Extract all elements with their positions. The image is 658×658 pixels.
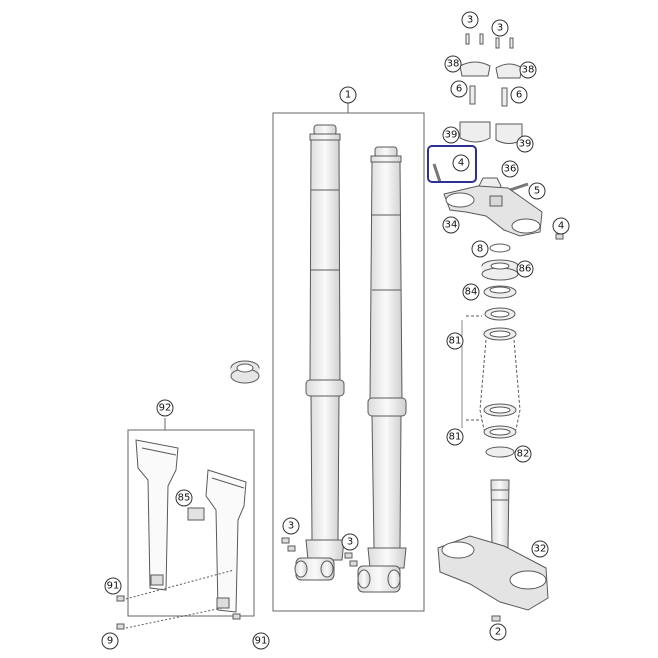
svg-text:39: 39	[445, 130, 458, 141]
svg-text:6: 6	[516, 90, 522, 101]
label-screw-fork-right[interactable]: 3	[341, 533, 359, 551]
handlebar-clamp-left	[459, 61, 491, 77]
selected-bolt	[432, 163, 442, 183]
label-bearing-upper[interactable]: 84	[462, 283, 480, 301]
guard-right	[205, 469, 247, 613]
guard-left	[135, 439, 179, 591]
label-fork-assembly[interactable]: 1	[339, 86, 357, 104]
label-bolt-right[interactable]: 6	[510, 86, 528, 104]
fork-assembly	[272, 103, 425, 612]
svg-text:85: 85	[178, 493, 191, 504]
svg-text:34: 34	[445, 220, 458, 231]
o-ring-part	[489, 243, 511, 253]
svg-text:81: 81	[449, 432, 462, 443]
label-riser-left[interactable]: 39	[442, 126, 460, 144]
bearing-set-lower-part	[483, 403, 517, 439]
label-guard-clip[interactable]: 85	[175, 489, 193, 507]
selection-highlight	[427, 145, 477, 183]
svg-text:4: 4	[558, 221, 564, 232]
label-screw-top-right[interactable]: 3	[491, 19, 509, 37]
label-seal-lower[interactable]: 82	[514, 445, 532, 463]
label-bolt-side[interactable]: 4	[552, 217, 570, 235]
riser-left-part	[459, 121, 491, 143]
label-screw-guard-bottom-left[interactable]: 9	[101, 632, 119, 650]
label-upper-triple-clamp[interactable]: 34	[442, 216, 460, 234]
svg-text:82: 82	[517, 449, 530, 460]
fork-screws-right	[344, 552, 358, 567]
svg-text:3: 3	[288, 521, 294, 532]
svg-text:36: 36	[504, 164, 517, 175]
seal-lower-part	[485, 446, 515, 458]
svg-text:92: 92	[159, 403, 172, 414]
label-bolt-bottom[interactable]: 2	[489, 623, 507, 641]
svg-text:39: 39	[519, 139, 532, 150]
label-selected-part[interactable]: 4	[427, 145, 477, 183]
svg-text:4: 4	[458, 158, 464, 169]
label-clamp-left[interactable]: 38	[444, 55, 462, 73]
label-bolt-left[interactable]: 6	[450, 80, 468, 98]
top-hardware	[432, 33, 564, 622]
label-screw-guard-bottom-right[interactable]: 91	[252, 632, 270, 650]
fork-leg-left	[294, 124, 345, 581]
label-o-ring[interactable]: 8	[471, 240, 489, 258]
guard-clip-part	[187, 507, 205, 521]
bearing-upper-part	[483, 285, 517, 299]
svg-text:32: 32	[534, 544, 547, 555]
label-screw-guard-left[interactable]: 91	[104, 577, 122, 595]
label-clamp-right[interactable]: 38	[519, 61, 537, 79]
svg-text:38: 38	[447, 59, 460, 70]
svg-text:1: 1	[345, 90, 351, 101]
label-nut-top[interactable]: 36	[501, 160, 519, 178]
svg-text:6: 6	[456, 84, 462, 95]
svg-text:38: 38	[522, 65, 535, 76]
svg-text:91: 91	[107, 581, 120, 592]
guard-set	[116, 418, 255, 630]
label-guard-set[interactable]: 92	[156, 399, 174, 417]
svg-text:84: 84	[465, 287, 478, 298]
bearing-set-upper-part	[483, 307, 517, 341]
svg-text:3: 3	[467, 15, 473, 26]
label-screw-top-left[interactable]: 3	[461, 11, 479, 29]
label-screw-fork-left[interactable]: 3	[282, 517, 300, 535]
svg-text:5: 5	[534, 186, 540, 197]
svg-text:2: 2	[495, 627, 501, 638]
handlebar-clamp-right	[495, 63, 523, 79]
svg-text:91: 91	[255, 636, 268, 647]
svg-text:8: 8	[477, 244, 483, 255]
fork-screws-left	[281, 537, 296, 552]
loose-ring	[230, 360, 260, 384]
svg-text:86: 86	[519, 264, 532, 275]
label-lower-triple-clamp[interactable]: 32	[531, 540, 549, 558]
svg-text:9: 9	[107, 636, 113, 647]
label-bearing-set-lower[interactable]: 81	[446, 428, 464, 446]
fork-leg-right	[357, 146, 407, 593]
svg-text:3: 3	[347, 537, 353, 548]
label-dust-seal[interactable]: 86	[516, 260, 534, 278]
guard-set-frame	[127, 429, 255, 617]
svg-text:81: 81	[449, 336, 462, 347]
label-bolt-upper[interactable]: 5	[528, 182, 546, 200]
dust-seal-part	[481, 259, 519, 281]
svg-text:3: 3	[497, 23, 503, 34]
label-bearing-set-upper[interactable]: 81	[446, 332, 464, 350]
label-riser-right[interactable]: 39	[516, 135, 534, 153]
